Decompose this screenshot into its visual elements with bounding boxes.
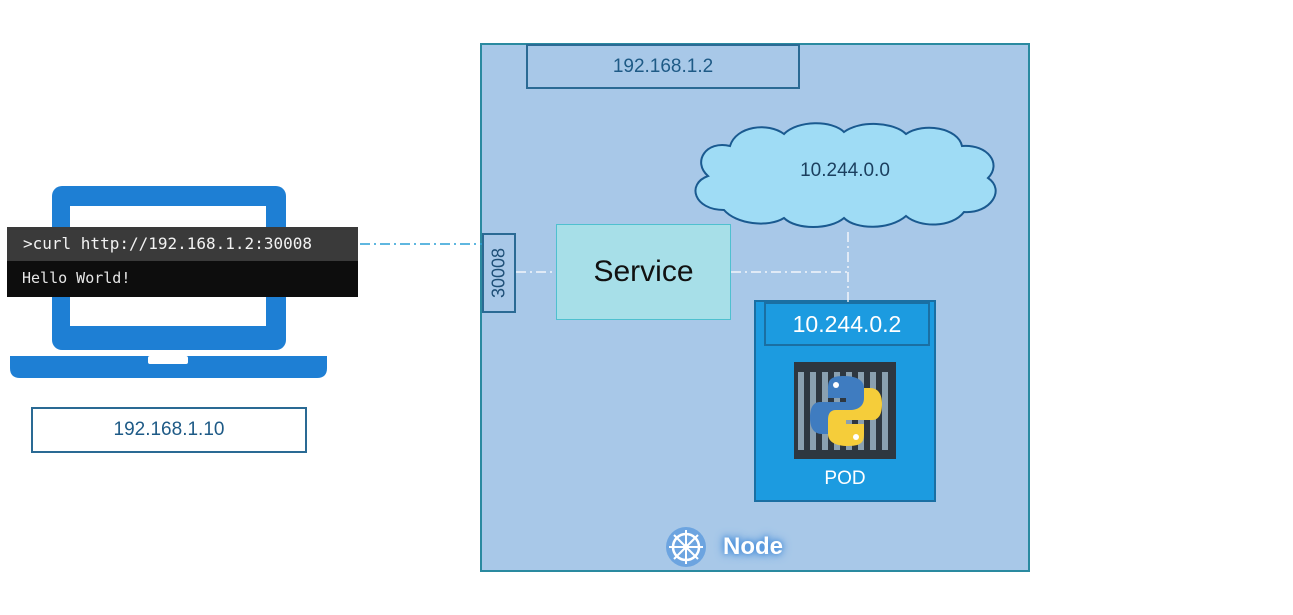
kubernetes-wheel-icon: [666, 527, 706, 567]
node-port-label: 30008: [488, 247, 509, 299]
terminal-output: Hello World!: [7, 261, 358, 297]
pod-network-label: 10.244.0.0: [800, 160, 890, 181]
client-ip-box: 192.168.1.10: [31, 407, 307, 453]
service-box: Service: [556, 224, 731, 320]
python-icon: [798, 372, 888, 450]
pod-ip-box: 10.244.0.2: [764, 302, 930, 346]
cloud-icon: [694, 122, 997, 228]
terminal-command: >curl http://192.168.1.2:30008: [7, 227, 358, 261]
node-port: 30008: [482, 233, 516, 313]
node-label: Node: [723, 533, 783, 560]
node-ip-box: 192.168.1.2: [526, 44, 800, 89]
pod-label: POD: [824, 468, 866, 489]
terminal: >curl http://192.168.1.2:30008 Hello Wor…: [7, 227, 358, 297]
container: [794, 362, 896, 459]
